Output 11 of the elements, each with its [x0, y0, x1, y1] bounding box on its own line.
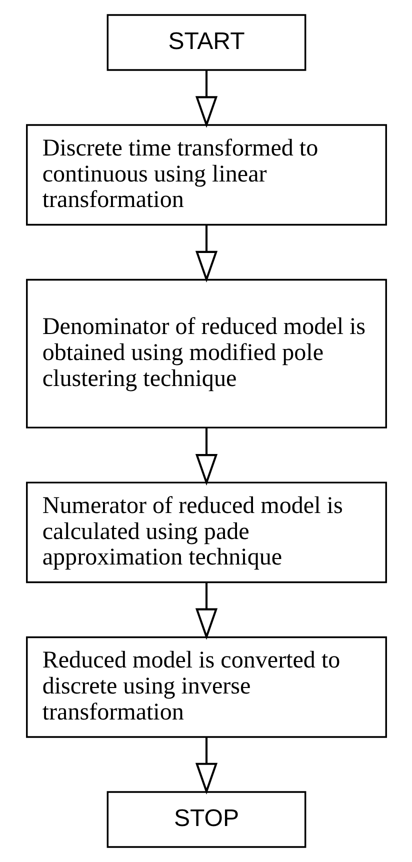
- arrow: [194, 428, 218, 486]
- arrow: [194, 70, 218, 128]
- arrow: [194, 582, 218, 640]
- arrow: [194, 224, 218, 283]
- arrow: [194, 738, 218, 794]
- node-box: Discrete time transformed to continuous using linear transformation: [26, 124, 386, 226]
- node-box: START: [106, 14, 306, 71]
- node-box: Denominator of reduced model is obtained using modified pole clustering technique: [26, 278, 386, 428]
- node-box: STOP: [106, 791, 306, 848]
- node-box: Numerator of reduced model is calculated using pade approximation technique: [26, 482, 386, 584]
- node-box: Reduced model is converted to discrete using inverse transformation: [26, 636, 386, 738]
